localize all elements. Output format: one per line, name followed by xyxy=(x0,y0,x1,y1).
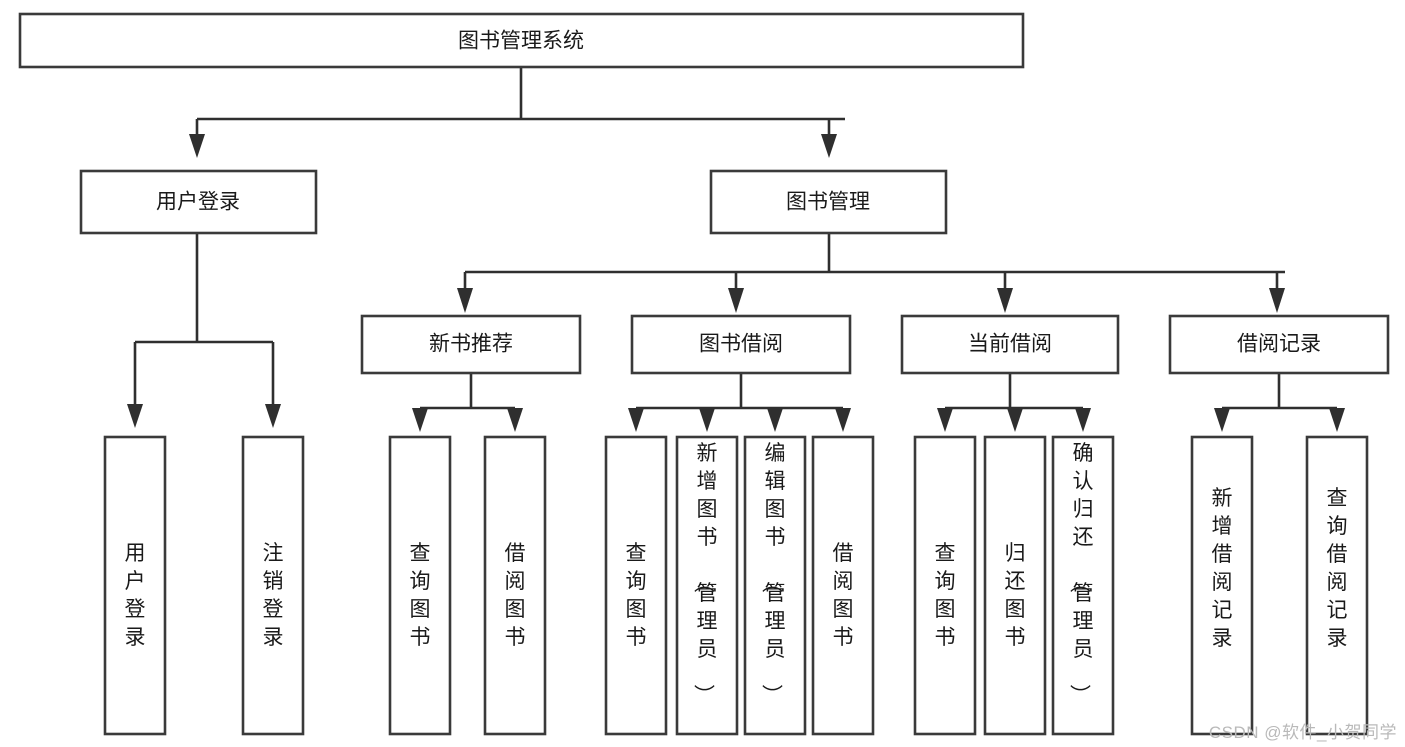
arrow-head-leaf-query-record xyxy=(1329,408,1345,432)
leaf-query-book-1[interactable]: 查询图书 xyxy=(388,435,452,736)
leaf-query-book-2[interactable]: 查询图书 xyxy=(604,435,668,736)
connector-group-book-manage xyxy=(457,233,1285,313)
leaf-add-book-box[interactable] xyxy=(675,435,739,736)
connector-group-user-login xyxy=(127,233,281,428)
node-current-borrow-box[interactable] xyxy=(900,314,1120,375)
arrow-head-leaf-borrow-book-2 xyxy=(835,408,851,432)
node-new-book-recommend-box[interactable] xyxy=(360,314,582,375)
leaf-edit-book[interactable]: 编辑图书（管理员） xyxy=(743,435,807,736)
node-current-borrow[interactable]: 当前借阅 xyxy=(900,314,1120,375)
leaf-confirm-return[interactable]: 确认归还（管理员） xyxy=(1051,435,1115,736)
arrow-head-leaf-query-book-2 xyxy=(628,408,644,432)
node-book-borrow-label: 图书借阅 xyxy=(699,333,783,356)
leaf-query-book-2-label: 查询图书 xyxy=(626,542,647,649)
arrow-head-leaf-borrow-book-1 xyxy=(507,408,523,432)
node-book-borrow[interactable]: 图书借阅 xyxy=(630,314,852,375)
arrow-head-book-borrow xyxy=(728,288,744,313)
leaf-query-record-label: 查询借阅记录 xyxy=(1327,487,1348,650)
node-root[interactable]: 图书管理系统 xyxy=(18,12,1025,69)
leaf-edit-book-label: 编辑图书（管理员） xyxy=(760,442,786,705)
node-user-login-box[interactable] xyxy=(79,169,318,235)
arrow-head-book-manage xyxy=(821,134,837,158)
connector-group-root xyxy=(189,67,845,158)
leaf-add-book[interactable]: 新增图书（管理员） xyxy=(675,435,739,736)
leaf-return-book-label: 归还图书 xyxy=(1005,542,1026,649)
arrow-head-borrow-record xyxy=(1269,288,1285,313)
leaf-borrow-book-2-box[interactable] xyxy=(811,435,875,736)
leaf-query-book-3-label: 查询图书 xyxy=(935,542,956,649)
leaf-user-login-label: 用户登录 xyxy=(125,542,146,649)
connector-group-borrow-record xyxy=(1214,373,1345,432)
arrow-head-leaf-edit-book xyxy=(767,408,783,432)
arrow-head-leaf-query-book-1 xyxy=(412,408,428,432)
leaf-query-book-1-label: 查询图书 xyxy=(410,542,431,649)
leaf-return-book-box[interactable] xyxy=(983,435,1047,736)
arrow-head-leaf-add-book xyxy=(699,408,715,432)
leaf-borrow-book-1[interactable]: 借阅图书 xyxy=(483,435,547,736)
connector-group-book-borrow xyxy=(628,373,851,432)
node-new-book-recommend[interactable]: 新书推荐 xyxy=(360,314,582,375)
connector-group-current-borrow xyxy=(937,373,1091,432)
node-new-book-recommend-label: 新书推荐 xyxy=(429,333,513,356)
leaf-query-book-3-box[interactable] xyxy=(913,435,977,736)
leaf-confirm-return-box[interactable] xyxy=(1051,435,1115,736)
leaf-confirm-return-label: 确认归还（管理员） xyxy=(1068,442,1094,705)
node-book-manage-label: 图书管理 xyxy=(786,191,870,214)
node-current-borrow-label: 当前借阅 xyxy=(968,333,1052,356)
node-borrow-record-box[interactable] xyxy=(1168,314,1390,375)
leaf-logout-login-label: 注销登录 xyxy=(263,542,284,649)
arrow-head-leaf-return-book xyxy=(1007,408,1023,432)
leaf-return-book[interactable]: 归还图书 xyxy=(983,435,1047,736)
leaf-borrow-book-1-box[interactable] xyxy=(483,435,547,736)
node-book-manage-box[interactable] xyxy=(709,169,948,235)
leaf-add-record-box[interactable] xyxy=(1190,435,1254,736)
leaf-borrow-book-1-label: 借阅图书 xyxy=(505,542,526,649)
arrow-head-leaf-add-record xyxy=(1214,408,1230,432)
leaf-edit-book-box[interactable] xyxy=(743,435,807,736)
node-borrow-record[interactable]: 借阅记录 xyxy=(1168,314,1390,375)
node-borrow-record-label: 借阅记录 xyxy=(1237,333,1321,356)
leaf-user-login[interactable]: 用户登录 xyxy=(103,435,167,736)
node-user-login-label: 用户登录 xyxy=(156,191,240,214)
node-book-borrow-box[interactable] xyxy=(630,314,852,375)
arrow-head-leaf-user-login xyxy=(127,404,143,428)
leaf-query-book-3[interactable]: 查询图书 xyxy=(913,435,977,736)
leaf-add-record[interactable]: 新增借阅记录 xyxy=(1190,435,1254,736)
node-root-label: 图书管理系统 xyxy=(458,30,584,53)
leaf-borrow-book-2-label: 借阅图书 xyxy=(833,542,854,649)
leaf-query-record[interactable]: 查询借阅记录 xyxy=(1305,435,1369,736)
node-book-manage[interactable]: 图书管理 xyxy=(709,169,948,235)
arrow-head-current-borrow xyxy=(997,288,1013,313)
leaf-logout-login-box[interactable] xyxy=(241,435,305,736)
node-user-login[interactable]: 用户登录 xyxy=(79,169,318,235)
arrow-head-leaf-confirm-return xyxy=(1075,408,1091,432)
leaf-logout-login[interactable]: 注销登录 xyxy=(241,435,305,736)
leaf-add-book-label: 新增图书（管理员） xyxy=(692,442,718,705)
connector-group-new-book-recommend xyxy=(412,373,523,432)
leaf-user-login-box[interactable] xyxy=(103,435,167,736)
leaf-add-record-label: 新增借阅记录 xyxy=(1212,487,1233,650)
leaf-query-record-box[interactable] xyxy=(1305,435,1369,736)
arrow-head-new-book-recommend xyxy=(457,288,473,313)
leaf-query-book-1-box[interactable] xyxy=(388,435,452,736)
arrow-head-leaf-query-book-3 xyxy=(937,408,953,432)
node-root-box[interactable] xyxy=(18,12,1025,69)
arrow-head-leaf-logout-login xyxy=(265,404,281,428)
arrow-head-user-login xyxy=(189,134,205,158)
leaf-query-book-2-box[interactable] xyxy=(604,435,668,736)
leaf-borrow-book-2[interactable]: 借阅图书 xyxy=(811,435,875,736)
csdn-watermark: CSDN @软件_小贺同学 xyxy=(1208,723,1397,742)
